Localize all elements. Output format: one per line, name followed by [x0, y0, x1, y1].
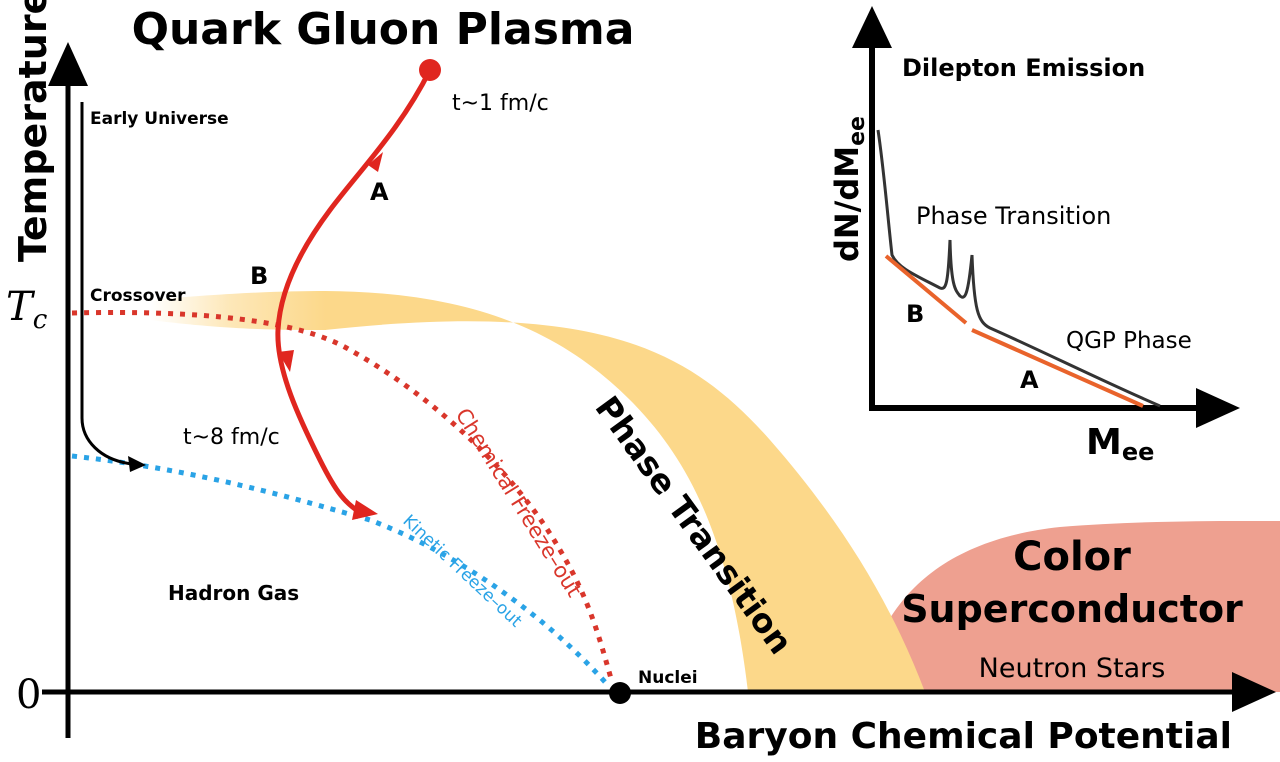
early-universe-arrowhead: [128, 456, 146, 472]
trajectory-arrowhead-b: [278, 350, 294, 372]
color-superconductor-label-line1: Color: [1013, 534, 1131, 580]
inset-x-axis-label: Mee: [1086, 422, 1154, 466]
inset-phase-transition-label: Phase Transition: [916, 202, 1111, 230]
inset-spectrum-curve: [876, 129, 1161, 408]
phase-transition-band: [325, 291, 925, 692]
inset-y-axis-arrowhead: [852, 6, 892, 48]
nuclei-label: Nuclei: [638, 668, 698, 688]
diagram-title: Quark Gluon Plasma: [132, 4, 635, 55]
neutron-stars-label: Neutron Stars: [979, 653, 1166, 684]
hadron-gas-label: Hadron Gas: [168, 581, 299, 605]
t-start-label: t~1 fm/c: [452, 91, 549, 116]
color-superconductor-label-line2: Superconductor: [901, 587, 1243, 631]
nuclei-dot: [609, 682, 631, 704]
kinetic-freeze-out-label: Kinetic Freeze–out: [399, 511, 526, 632]
inset-fit-line-b: [884, 254, 968, 325]
early-universe-label: Early Universe: [90, 109, 229, 129]
point-b-label: B: [250, 262, 268, 290]
trajectory-arrowhead-a: [368, 152, 383, 172]
crossover-label: Crossover: [90, 286, 186, 306]
y-axis-arrowhead: [48, 42, 88, 86]
t-end-label: t~8 fm/c: [183, 425, 280, 450]
chemical-freeze-out-line: [71, 309, 615, 683]
point-a-label: A: [370, 178, 389, 206]
x-axis-arrowhead: [1232, 672, 1276, 712]
color-superconductor-region: [862, 520, 1280, 692]
early-universe-trajectory: [80, 102, 133, 466]
x-axis-label: Baryon Chemical Potential: [695, 716, 1232, 757]
dilepton-inset: Dilepton Emission dN/dMee Mee Phase Tran…: [828, 6, 1240, 466]
tc-label: Tc: [6, 284, 48, 335]
inset-fit-line-a: [971, 328, 1144, 408]
trajectory-arrowhead-end: [352, 500, 378, 520]
collision-trajectory: [275, 68, 433, 518]
inset-x-axis-arrowhead: [1196, 388, 1240, 428]
inset-y-axis-label: dN/dMee: [828, 116, 870, 262]
inset-qgp-phase-label: QGP Phase: [1066, 328, 1192, 354]
inset-title: Dilepton Emission: [902, 54, 1145, 82]
inset-point-b-label: B: [906, 300, 924, 328]
zero-label: 0: [16, 672, 41, 718]
y-axis-label: Temperature: [11, 0, 55, 262]
trajectory-start-dot: [419, 59, 441, 81]
inset-point-a-label: A: [1020, 366, 1039, 394]
